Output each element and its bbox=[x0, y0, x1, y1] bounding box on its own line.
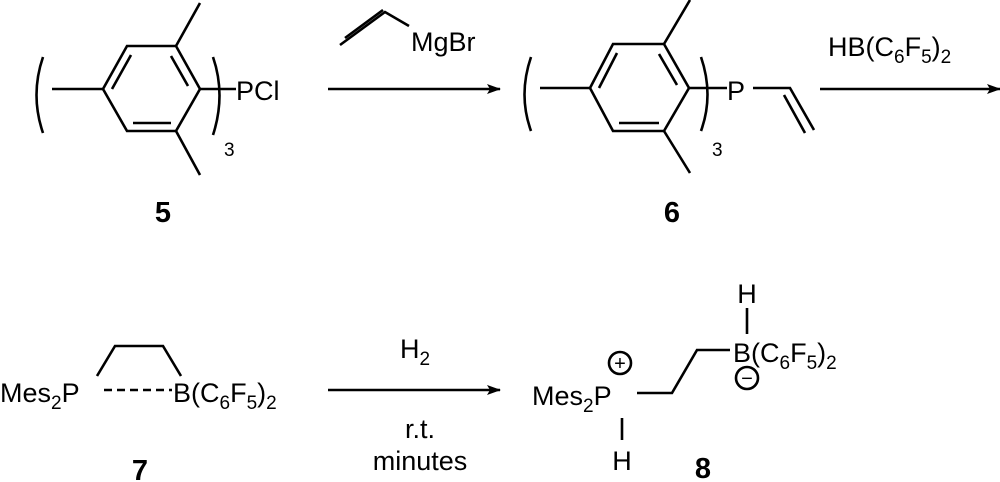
mesityl-ring bbox=[588, 42, 691, 133]
bracket-right bbox=[699, 56, 709, 132]
phosphorus: P bbox=[727, 76, 745, 106]
compound-label: 7 bbox=[132, 455, 148, 482]
compound-6: P 3 6 bbox=[523, 0, 816, 229]
reagent: H2 bbox=[400, 334, 430, 370]
multiplier: 3 bbox=[712, 140, 723, 161]
compound-8: Mes2P + H B(C6F5)2 H − 8 bbox=[532, 279, 837, 482]
vinyl-icon bbox=[339, 8, 410, 47]
reaction-arrow-3: H2 r.t. minutes bbox=[328, 334, 501, 476]
ethylene-bridge bbox=[95, 344, 183, 377]
ring-double-bonds bbox=[597, 52, 679, 125]
phosphonium-group: Mes2P bbox=[532, 381, 612, 417]
ethylene-chain bbox=[637, 348, 730, 395]
reaction-arrow-2: HB(C6F5)2 bbox=[820, 32, 1000, 94]
compound-label: 8 bbox=[695, 453, 711, 482]
p-hydrogen: H bbox=[612, 446, 632, 476]
borane-group: B(C6F5)2 bbox=[173, 378, 277, 414]
bracket-left bbox=[523, 56, 533, 132]
bracket-right bbox=[211, 56, 221, 136]
negative-charge-icon bbox=[734, 365, 760, 391]
ring-double-bonds bbox=[110, 54, 190, 125]
b-hydrogen: H bbox=[737, 279, 757, 309]
conditions-time: minutes bbox=[373, 446, 468, 476]
minus-sign: − bbox=[741, 368, 753, 390]
plus-sign: + bbox=[614, 353, 626, 375]
pcl-group: PCl bbox=[236, 76, 280, 106]
reagent: MgBr bbox=[411, 27, 476, 57]
positive-charge-icon bbox=[607, 350, 633, 376]
borate-group: B(C6F5)2 bbox=[733, 338, 837, 374]
compound-7: Mes2P B(C6F5)2 7 bbox=[0, 344, 277, 482]
multiplier: 3 bbox=[224, 140, 235, 161]
mesityl-ring bbox=[101, 44, 202, 133]
reagent: HB(C6F5)2 bbox=[828, 32, 951, 68]
methyl-bonds bbox=[52, 2, 236, 176]
compound-5: PCl 3 5 bbox=[35, 2, 280, 229]
phosphine-group: Mes2P bbox=[0, 378, 80, 414]
compound-label: 6 bbox=[664, 197, 680, 229]
compound-label: 5 bbox=[155, 197, 171, 229]
conditions-temperature: r.t. bbox=[405, 414, 435, 444]
vinyl-group bbox=[753, 86, 816, 134]
methyl-bonds bbox=[540, 0, 727, 174]
reaction-arrow-1: MgBr bbox=[328, 8, 501, 94]
bracket-left bbox=[35, 56, 45, 134]
